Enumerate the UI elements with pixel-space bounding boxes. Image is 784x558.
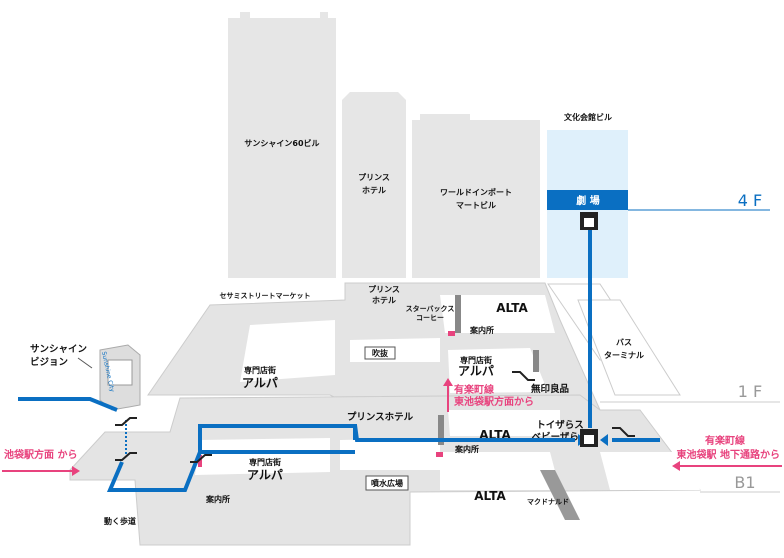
label-sesami[interactable]: セサミストリートマーケット <box>220 292 311 300</box>
label-b1-prince-hotel[interactable]: プリンスホテル <box>347 411 414 423</box>
route-arrow-icon <box>600 434 608 446</box>
building-world-import[interactable]: ワールドインポート マートビル <box>412 114 540 278</box>
sunshine-vision: Sunshine City <box>99 344 141 411</box>
label-sunshine60: サンシャイン60ビル <box>244 138 319 148</box>
floor-b1 <box>69 394 701 546</box>
label-walkway: 動く歩道 <box>104 516 136 526</box>
label-vision-2: ビジョン <box>30 356 68 368</box>
label-toysrus[interactable]: トイザらス <box>536 420 584 431</box>
label-starbucks2: コーヒー <box>416 314 444 322</box>
label-b1-alpa-sub: 専門店街 <box>249 457 281 467</box>
route-arrow-icon <box>584 204 596 210</box>
label-1f-alta[interactable]: ALTA <box>496 301 528 315</box>
direction-yurakucho-b1: 有楽町線 東池袋駅 地下通路から <box>672 434 782 471</box>
direction-ikebukuro: 池袋駅方面 から <box>2 448 80 476</box>
building-bunka-kaikan[interactable]: 文化会館ビル 劇 場 <box>547 112 628 278</box>
escalator-icon <box>115 371 635 463</box>
elevator-icon[interactable] <box>580 429 598 447</box>
label-1f-alpa-sub: 専門店街 <box>244 365 276 375</box>
elevator-icon[interactable] <box>580 212 598 230</box>
label-from-ikebukuro: 池袋駅方面 から <box>4 448 77 461</box>
label-wit: ワールドインポート <box>440 187 512 197</box>
label-theater: 劇 場 <box>576 194 599 207</box>
label-prince: プリンス <box>358 172 390 182</box>
label-yurakucho-1f-1: 有楽町線 <box>454 383 494 396</box>
label-b1-info2[interactable]: 案内所 <box>205 494 230 504</box>
label-bunka: 文化会館ビル <box>564 112 612 122</box>
label-1f-prince[interactable]: プリンス <box>368 284 400 294</box>
label-mcdonalds[interactable]: マクドナルド <box>527 497 569 506</box>
label-terminal: ターミナル <box>604 350 644 360</box>
floor-label-4f: 4 F <box>738 191 762 210</box>
label-fukinuke: 吹抜 <box>372 348 389 358</box>
label-1f-alpa[interactable]: アルパ <box>242 376 278 390</box>
label-1f-alpa2-sub: 専門店街 <box>460 355 492 365</box>
label-b1-alta2[interactable]: ALTA <box>474 489 506 503</box>
direction-yurakucho-1f: 有楽町線 東池袋駅方面から <box>443 378 534 412</box>
label-b1-info[interactable]: 案内所 <box>454 444 479 454</box>
label-hotel: ホテル <box>362 186 386 195</box>
label-1f-alpa2[interactable]: アルパ <box>458 364 494 378</box>
floor-label-b1: B1 <box>734 473 755 492</box>
label-fountain[interactable]: 噴水広場 <box>371 478 403 488</box>
building-sunshine60[interactable]: サンシャイン60ビル <box>228 12 336 278</box>
label-b1-alpa[interactable]: アルパ <box>247 468 283 482</box>
label-vision-1: サンシャイン <box>30 344 87 355</box>
building-prince-hotel[interactable]: プリンス ホテル <box>342 92 406 278</box>
route-segment <box>198 424 357 452</box>
floor-label-1f: 1 F <box>738 382 762 401</box>
label-1f-hotel[interactable]: ホテル <box>372 296 396 305</box>
label-yurakucho-1f-2: 東池袋駅方面から <box>454 395 534 408</box>
label-yurakucho-b1-1: 有楽町線 <box>705 434 745 447</box>
label-1f-info[interactable]: 案内所 <box>469 325 494 335</box>
label-yurakucho-b1-2: 東池袋駅 地下通路から <box>677 448 780 461</box>
label-bus[interactable]: バス <box>616 338 632 347</box>
floor-1f <box>147 282 681 411</box>
label-wit2: マートビル <box>456 200 496 210</box>
label-starbucks[interactable]: スターバックス <box>406 304 455 313</box>
label-muji[interactable]: 無印良品 <box>531 383 569 395</box>
